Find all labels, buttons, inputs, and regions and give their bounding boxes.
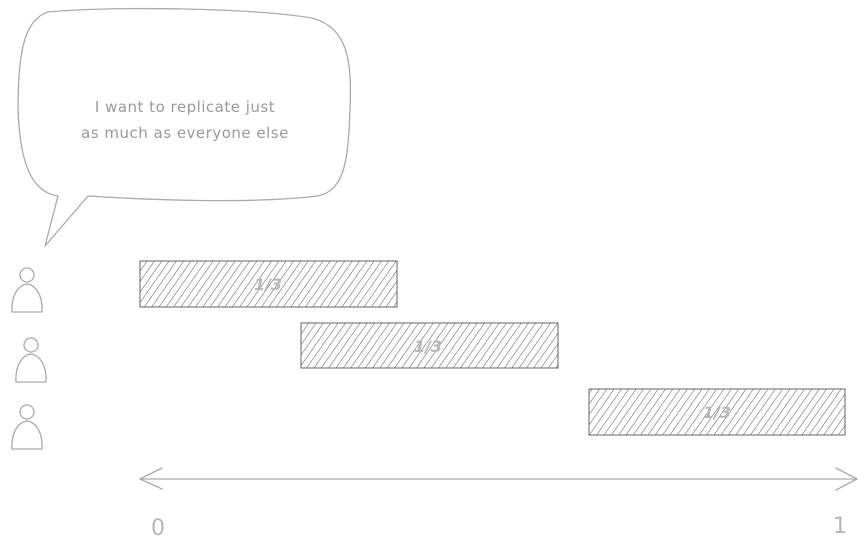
bar-3-fill — [588, 388, 846, 436]
person-icon — [11, 404, 43, 450]
bar-1-label: 1/3 — [254, 275, 282, 294]
speech-bubble-outline — [17, 7, 352, 247]
axis-arrow-left — [139, 467, 163, 490]
speech-bubble: I want to replicate just as much as ever… — [17, 7, 352, 247]
person-icon — [15, 337, 47, 383]
bar-3: 1/3 — [588, 388, 846, 436]
axis-arrow-right — [835, 467, 858, 491]
axis-label-max: 1 — [833, 514, 847, 539]
axis-label-min: 0 — [151, 516, 165, 541]
person-icon — [11, 267, 43, 313]
bar-1-fill — [139, 260, 398, 308]
bar-1: 1/3 — [139, 260, 398, 308]
bar-2-label: 1/3 — [414, 337, 442, 356]
speech-bubble-line-1: I want to replicate just — [95, 98, 275, 116]
bar-3-label: 1/3 — [703, 403, 731, 422]
axis: 0 1 — [139, 467, 858, 541]
bar-2-fill — [300, 322, 559, 369]
bar-2: 1/3 — [300, 322, 559, 369]
speech-bubble-line-2: as much as everyone else — [81, 124, 289, 142]
